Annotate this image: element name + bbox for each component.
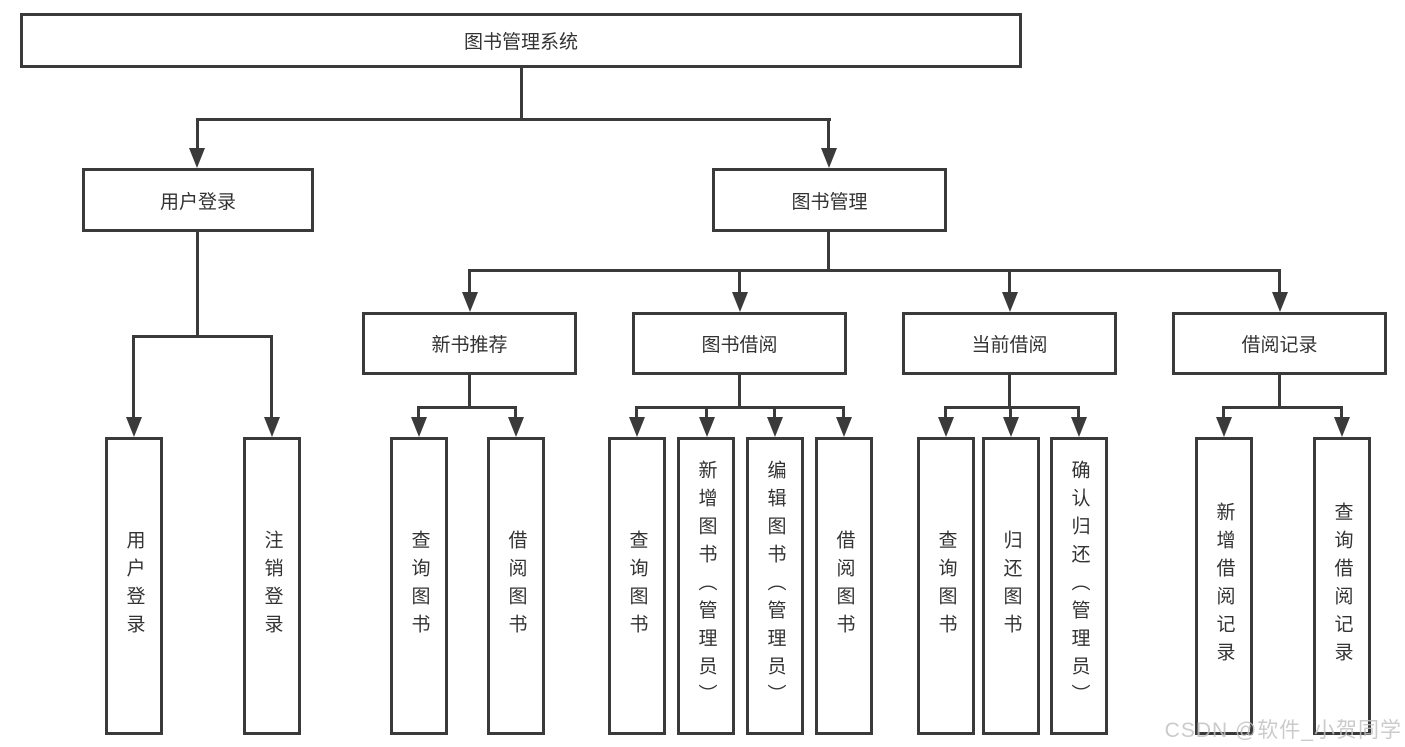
line-segment: [1008, 269, 1011, 294]
leaf-borrow-books-recommend: 借阅图书: [487, 437, 545, 735]
line-segment: [827, 230, 830, 272]
node-root: 图书管理系统: [20, 13, 1022, 68]
node-label: 图书管理: [791, 191, 868, 213]
arrowhead-down-icon: [629, 417, 645, 437]
leaf-user-login: 用户登录: [105, 437, 163, 735]
line-segment: [132, 335, 273, 338]
arrowhead-down-icon: [1334, 417, 1350, 437]
leaf-return-book: 归还图书: [982, 437, 1040, 735]
arrowhead-down-icon: [264, 417, 280, 437]
line-segment: [827, 118, 830, 150]
leaf-label: 注销登录: [261, 530, 283, 642]
line-segment: [1008, 373, 1011, 408]
line-segment: [944, 406, 1080, 409]
arrowhead-down-icon: [126, 417, 142, 437]
line-segment: [635, 406, 638, 419]
leaf-add-borrow-record: 新增借阅记录: [1195, 437, 1253, 735]
leaf-query-books-current: 查询图书: [917, 437, 975, 735]
line-segment: [514, 406, 517, 419]
leaf-add-book-admin: 新增图书（管理员）: [677, 437, 735, 735]
leaf-label: 编辑图书（管理员）: [764, 460, 786, 712]
line-segment: [842, 406, 845, 419]
node-label: 借阅记录: [1241, 335, 1318, 356]
watermark: CSDN @软件_小贺同学: [1164, 719, 1402, 742]
node-label: 用户登录: [159, 191, 236, 213]
line-segment: [417, 406, 517, 409]
arrowhead-down-icon: [1272, 292, 1288, 312]
arrowhead-down-icon: [462, 292, 478, 312]
arrowhead-down-icon: [836, 417, 852, 437]
arrowhead-down-icon: [411, 417, 427, 437]
node-label: 图书借阅: [701, 335, 778, 356]
line-segment: [635, 406, 845, 409]
node-user-login: 用户登录: [82, 168, 314, 232]
line-segment: [196, 230, 199, 337]
line-segment: [773, 406, 776, 419]
node-book-management: 图书管理: [712, 168, 947, 232]
node-book-borrowing: 图书借阅: [632, 312, 847, 375]
leaf-query-borrow-record: 查询借阅记录: [1313, 437, 1371, 735]
leaf-label: 查询图书: [935, 530, 957, 642]
line-segment: [196, 118, 199, 150]
node-borrowing-records: 借阅记录: [1172, 312, 1387, 375]
leaf-label: 借阅图书: [833, 530, 855, 642]
node-root-label: 图书管理系统: [463, 32, 578, 53]
leaf-logout: 注销登录: [243, 437, 301, 735]
leaf-label: 确认归还（管理员）: [1068, 460, 1090, 712]
line-segment: [196, 118, 831, 121]
node-label: 当前借阅: [971, 335, 1048, 356]
leaf-label: 新增图书（管理员）: [695, 460, 717, 712]
node-new-book-recommendation: 新书推荐: [362, 312, 577, 375]
line-segment: [1009, 406, 1012, 419]
arrowhead-down-icon: [732, 292, 748, 312]
line-segment: [468, 373, 471, 408]
line-segment: [1278, 373, 1281, 408]
arrowhead-down-icon: [508, 417, 524, 437]
arrowhead-down-icon: [938, 417, 954, 437]
arrowhead-down-icon: [821, 148, 837, 168]
node-label: 新书推荐: [431, 335, 508, 356]
leaf-borrow-books-borrowing: 借阅图书: [815, 437, 873, 735]
leaf-label: 查询图书: [626, 530, 648, 642]
line-segment: [1077, 406, 1080, 419]
leaf-edit-book-admin: 编辑图书（管理员）: [746, 437, 804, 735]
arrowhead-down-icon: [699, 417, 715, 437]
leaf-label: 归还图书: [1000, 530, 1022, 642]
line-segment: [132, 335, 135, 419]
line-segment: [468, 269, 471, 294]
line-segment: [1222, 406, 1225, 419]
leaf-label: 新增借阅记录: [1213, 502, 1235, 670]
line-segment: [705, 406, 708, 419]
line-segment: [520, 67, 523, 121]
line-segment: [417, 406, 420, 419]
leaf-confirm-return-admin: 确认归还（管理员）: [1050, 437, 1108, 735]
leaf-label: 查询借阅记录: [1331, 502, 1353, 670]
leaf-label: 借阅图书: [505, 530, 527, 642]
line-segment: [468, 269, 1281, 272]
arrowhead-down-icon: [1003, 417, 1019, 437]
leaf-query-books-recommend: 查询图书: [390, 437, 448, 735]
line-segment: [1278, 269, 1281, 294]
line-segment: [738, 269, 741, 294]
leaf-label: 用户登录: [123, 530, 145, 642]
arrowhead-down-icon: [1002, 292, 1018, 312]
line-segment: [944, 406, 947, 419]
leaf-query-books-borrowing: 查询图书: [608, 437, 666, 735]
leaf-label: 查询图书: [408, 530, 430, 642]
arrowhead-down-icon: [1216, 417, 1232, 437]
arrowhead-down-icon: [767, 417, 783, 437]
line-segment: [738, 373, 741, 408]
line-segment: [270, 335, 273, 419]
line-segment: [1340, 406, 1343, 419]
arrowhead-down-icon: [189, 148, 205, 168]
line-segment: [1222, 406, 1343, 409]
arrowhead-down-icon: [1071, 417, 1087, 437]
node-current-borrowing: 当前借阅: [902, 312, 1117, 375]
